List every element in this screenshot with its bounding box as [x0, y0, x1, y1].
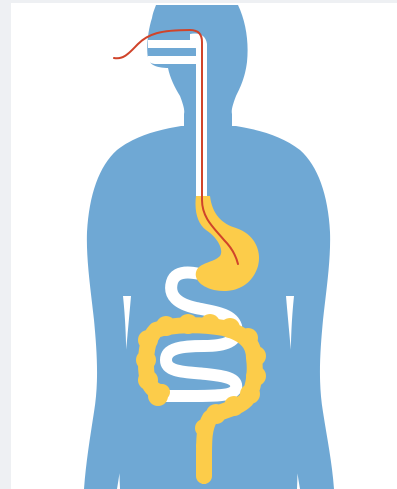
colon-bump — [240, 384, 260, 404]
colon-bump — [224, 396, 244, 416]
colon-bump — [238, 328, 258, 348]
colon-bump — [246, 366, 266, 386]
upper-mouth-channel — [148, 40, 196, 48]
lower-mouth-channel — [147, 56, 196, 64]
colon-bump — [178, 314, 198, 334]
colon-bump — [138, 330, 158, 350]
colon-bump — [200, 314, 220, 334]
colon-bump — [156, 316, 176, 336]
colon-bump — [195, 419, 213, 437]
colon-bump — [196, 438, 212, 454]
colon-bump — [220, 318, 240, 338]
colon-bump — [148, 386, 168, 406]
colon-bump — [246, 346, 266, 366]
colon-bump — [136, 350, 156, 370]
